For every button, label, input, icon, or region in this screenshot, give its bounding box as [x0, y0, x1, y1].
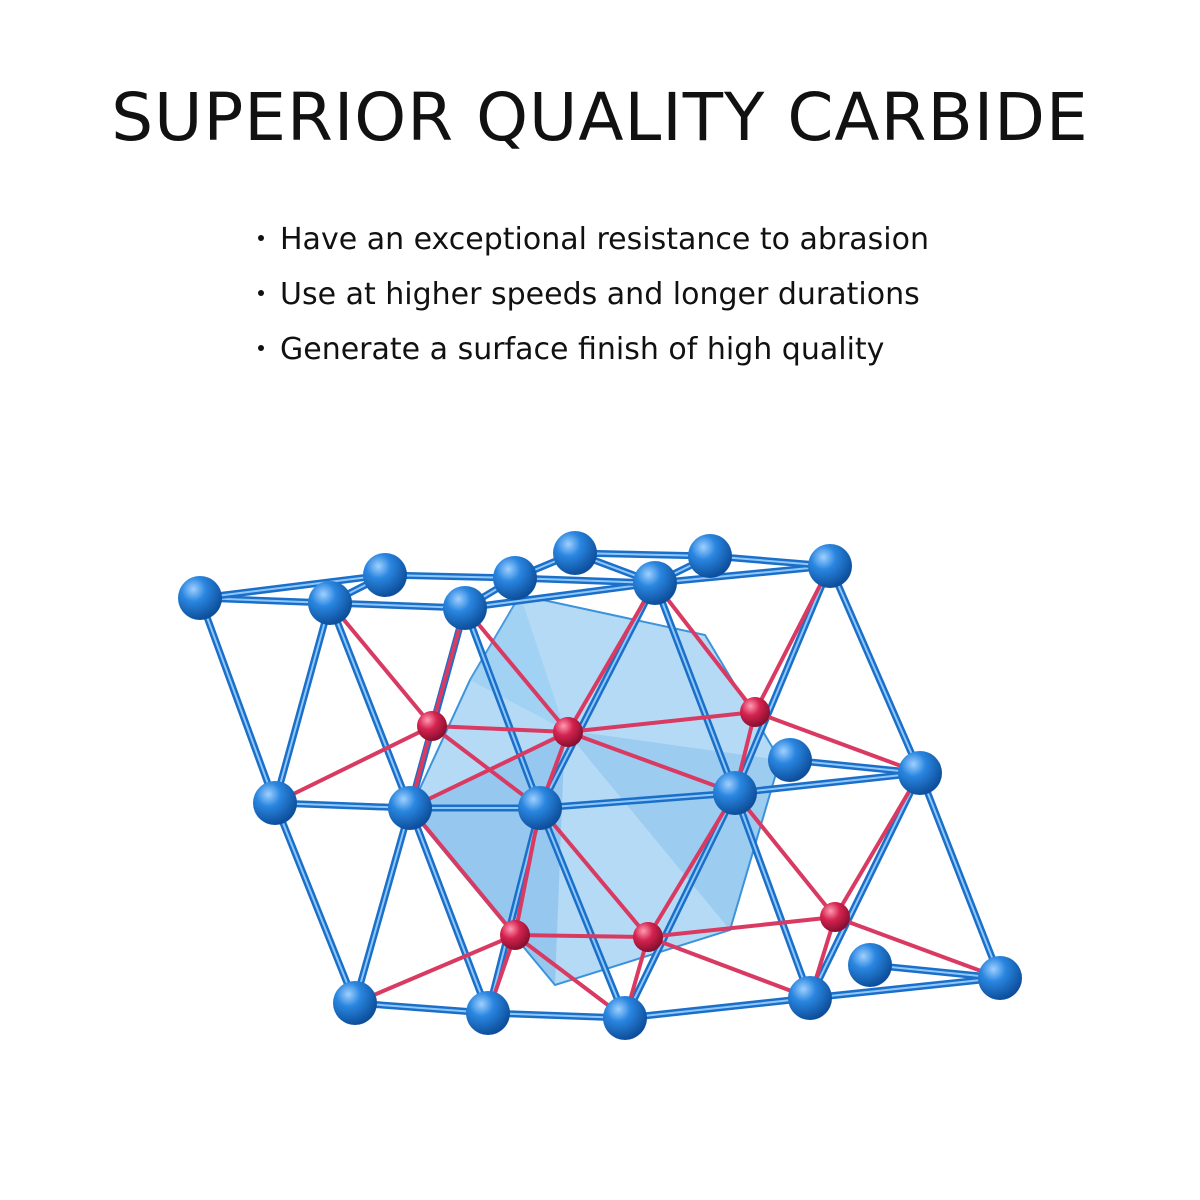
metal-bond-highlight	[199, 597, 276, 804]
metal-atom	[788, 976, 832, 1020]
metal-bond-highlight	[409, 807, 489, 1014]
carbon-atom	[820, 902, 850, 932]
metal-bond-highlight	[654, 582, 736, 794]
metal-bond-highlight	[624, 997, 811, 1019]
metal-bond-highlight	[329, 602, 466, 609]
carbon-bond	[566, 730, 737, 795]
metal-bond-highlight	[487, 1012, 626, 1019]
carbon-bond	[408, 806, 517, 937]
feature-item: Use at higher speeds and longer duration…	[258, 267, 929, 322]
metal-atom	[768, 738, 812, 782]
carbon-bond	[646, 915, 837, 939]
crystal-lattice-illustration	[178, 531, 1022, 1040]
carbon-bond	[463, 606, 570, 734]
metal-atom	[388, 786, 432, 830]
carbon-atoms	[417, 697, 850, 952]
carbon-bond	[353, 933, 517, 1005]
metal-bond-highlight	[734, 792, 811, 999]
carbon-bond	[538, 806, 650, 939]
carbon-bond	[408, 730, 570, 810]
metal-bond-highlight	[329, 602, 411, 809]
metal-bond-highlight	[539, 582, 656, 809]
metal-bonds	[196, 549, 1004, 1022]
bullet-icon	[258, 289, 264, 296]
metal-bond-highlight	[624, 792, 736, 1019]
bullet-icon	[258, 344, 264, 351]
metal-bond-highlight	[464, 607, 541, 809]
metal-bond-highlight	[654, 565, 831, 584]
feature-text: Use at higher speeds and longer duration…	[280, 277, 920, 312]
metal-bond-highlight	[574, 552, 711, 557]
carbon-bond	[733, 791, 837, 919]
metal-bond-highlight	[274, 802, 411, 809]
metal-atom	[603, 996, 647, 1040]
metal-bond-highlight	[274, 802, 356, 1004]
metal-bond-highlight	[919, 772, 1001, 979]
metal-bond-highlight	[809, 772, 921, 999]
metal-atom	[978, 956, 1022, 1000]
carbon-bond	[430, 724, 570, 734]
carbon-atom	[500, 920, 530, 950]
metal-atom	[848, 943, 892, 987]
carbon-bond	[753, 710, 922, 775]
metal-atom	[688, 534, 732, 578]
metal-bond-highlight	[809, 977, 1001, 999]
carbon-bond	[646, 935, 812, 1000]
metal-bond-highlight	[354, 1002, 489, 1014]
metal-bond-highlight	[199, 574, 386, 599]
carbon-bond	[833, 915, 1002, 980]
metal-bond-highlight	[829, 565, 921, 774]
metal-bond-highlight	[464, 582, 656, 609]
metal-bond-highlight	[539, 792, 736, 809]
carbon-bond	[513, 933, 627, 1020]
feature-item: Generate a surface finish of high qualit…	[258, 322, 929, 377]
page-title: SUPERIOR QUALITY CARBIDE	[111, 79, 1089, 156]
feature-text: Have an exceptional resistance to abrasi…	[280, 222, 929, 257]
carbon-bond	[833, 771, 922, 919]
carbon-atom	[740, 697, 770, 727]
metal-atom	[808, 544, 852, 588]
metal-atom	[553, 531, 597, 575]
carbon-bond	[646, 791, 737, 939]
carbon-bond	[753, 564, 832, 714]
carbon-atom	[633, 922, 663, 952]
carbon-atom	[553, 717, 583, 747]
metal-atom	[253, 781, 297, 825]
metal-atom	[466, 991, 510, 1035]
metal-bond-highlight	[354, 807, 411, 1004]
carbon-bonds	[273, 564, 1002, 1020]
carbon-bond	[513, 933, 650, 939]
carbon-bond	[328, 601, 434, 728]
feature-text: Generate a surface finish of high qualit…	[280, 332, 885, 367]
carbon-bond	[566, 581, 657, 734]
metal-atoms	[178, 531, 1022, 1040]
metal-atom	[443, 586, 487, 630]
metal-atom	[898, 751, 942, 795]
carbon-bond	[430, 724, 542, 810]
metal-atom	[333, 981, 377, 1025]
metal-bond-highlight	[734, 565, 831, 794]
metal-atom	[493, 556, 537, 600]
carbon-atom	[417, 711, 447, 741]
metal-atom	[713, 771, 757, 815]
metal-atom	[363, 553, 407, 597]
carbon-bond	[273, 724, 434, 805]
metal-atom	[178, 576, 222, 620]
metal-bond-highlight	[539, 807, 626, 1019]
metal-atom	[308, 581, 352, 625]
metal-atom	[518, 786, 562, 830]
feature-list: Have an exceptional resistance to abrasi…	[258, 212, 929, 377]
carbon-bond	[566, 710, 757, 734]
bullet-icon	[258, 234, 264, 241]
carbon-bond	[653, 581, 757, 714]
metal-atom	[633, 561, 677, 605]
metal-bond-highlight	[514, 577, 656, 584]
feature-item: Have an exceptional resistance to abrasi…	[258, 212, 929, 267]
metal-bond-highlight	[734, 772, 921, 794]
metal-bond-highlight	[274, 602, 331, 804]
